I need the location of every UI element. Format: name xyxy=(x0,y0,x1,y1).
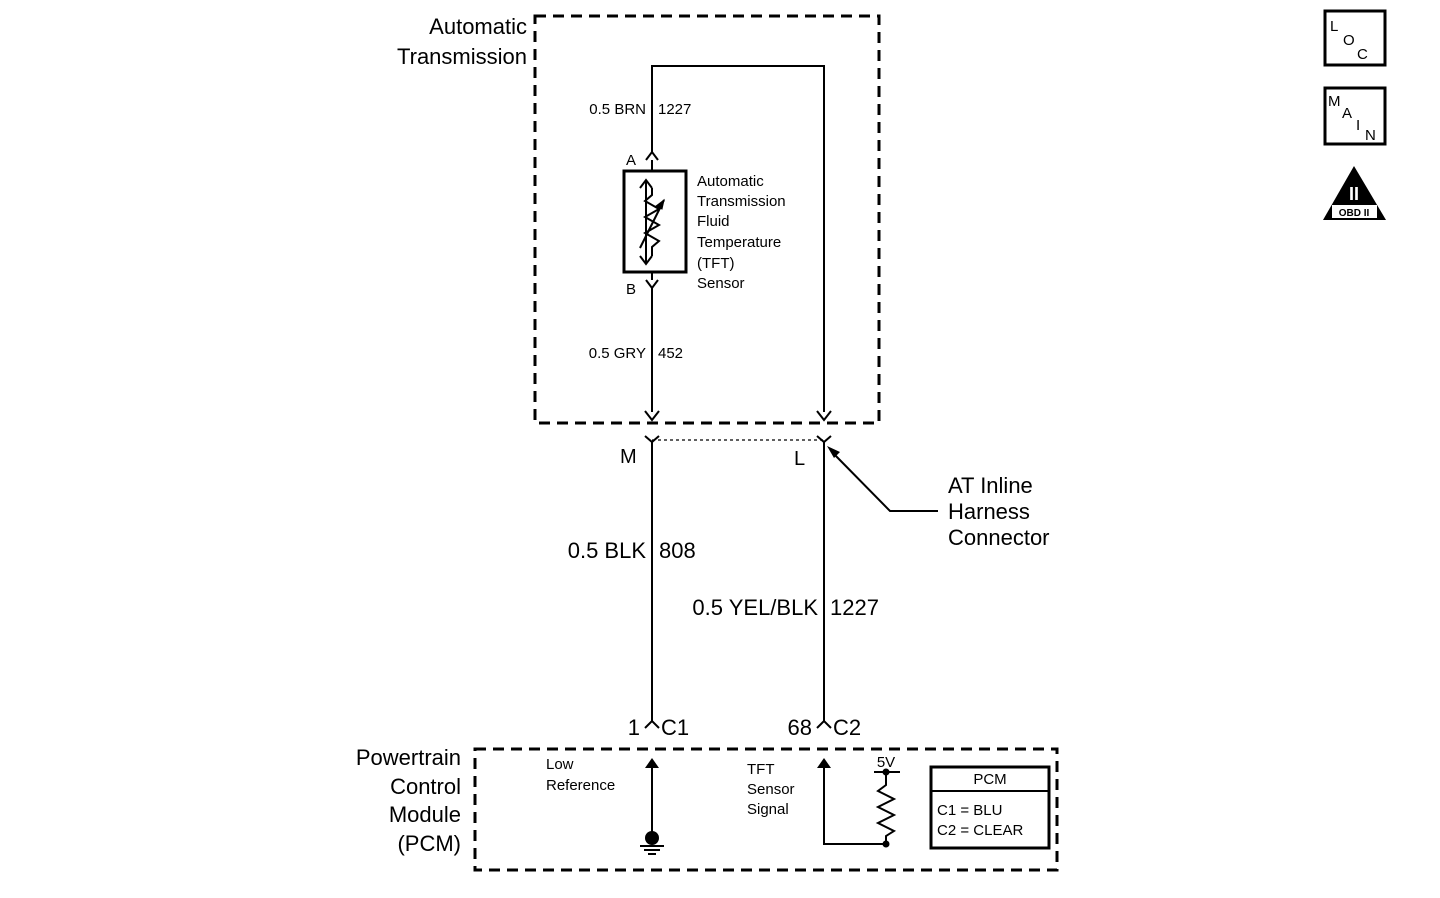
low-reference-line1: Low xyxy=(546,756,574,773)
pcm-title-line3: Module xyxy=(389,802,461,827)
pcm-pin-68: 68 xyxy=(788,715,812,740)
wire-yel-circuit: 1227 xyxy=(830,595,879,620)
main-letter-m: M xyxy=(1328,93,1341,110)
inline-connector-label-line1: AT Inline xyxy=(948,473,1033,498)
pcm-table-row-1: C1 = BLU xyxy=(937,802,1002,819)
loc-letter-c: C xyxy=(1357,46,1368,63)
wire-brn-label: 0.5 BRN xyxy=(589,101,646,118)
wire-gry-label: 0.5 GRY xyxy=(589,345,646,362)
transmission-boundary xyxy=(533,14,881,425)
wire-blk-circuit: 808 xyxy=(659,538,696,563)
inline-connector-leader xyxy=(831,451,938,512)
inline-connector-label-line2: Harness xyxy=(948,499,1030,524)
sensor-pin-a: A xyxy=(626,152,636,169)
pin-b-connector-symbol xyxy=(645,279,659,290)
pcm-pin-68-symbol xyxy=(816,719,832,729)
tft-signal-line1: TFT xyxy=(747,761,775,778)
pcm-pin-1: 1 xyxy=(628,715,640,740)
sensor-label-line2: Transmission xyxy=(697,193,786,210)
inline-connector-label-line3: Connector xyxy=(948,525,1050,550)
supply-voltage: 5V xyxy=(877,754,895,771)
sensor-label-line1: Automatic xyxy=(697,173,764,190)
obd-ii-icon: II OBD II xyxy=(1323,166,1386,220)
wire-brn-1227 xyxy=(651,65,825,412)
main-letter-a: A xyxy=(1342,105,1352,122)
pull-up-resistor xyxy=(874,768,900,848)
pcm-title-line4: (PCM) xyxy=(397,831,461,856)
pcm-table-header: PCM xyxy=(973,771,1006,788)
inline-pin-m: M xyxy=(620,446,637,468)
pcm-table-row-2: C2 = CLEAR xyxy=(937,822,1023,839)
sensor-label-line5: (TFT) xyxy=(697,255,734,272)
inline-pin-l: L xyxy=(794,448,805,470)
loc-letter-o: O xyxy=(1343,32,1355,49)
obd-label: OBD II xyxy=(1339,208,1370,219)
main-icon: M A I N xyxy=(1323,86,1387,146)
loc-letter-l: L xyxy=(1330,18,1338,35)
pcm-title-line2: Control xyxy=(390,774,461,799)
at-inline-harness-connector xyxy=(644,435,832,444)
wire-gry-circuit: 452 xyxy=(658,345,683,362)
pcm-connector-table xyxy=(929,765,1051,850)
transmission-title-line1: Automatic xyxy=(429,14,527,39)
sensor-label-line6: Sensor xyxy=(697,275,745,292)
ground-icon xyxy=(640,831,664,855)
sensor-pin-b: B xyxy=(626,281,636,298)
pcm-pin-1-connector: C1 xyxy=(661,715,689,740)
pcm-boundary xyxy=(473,747,1059,872)
transmission-title-line2: Transmission xyxy=(397,44,527,69)
wire-brn-circuit: 1227 xyxy=(658,101,691,118)
loc-icon: L O C xyxy=(1323,9,1387,67)
wire-yel-label: 0.5 YEL/BLK xyxy=(692,595,818,620)
pin-a-connector-symbol xyxy=(645,150,659,161)
sensor-label-line3: Fluid xyxy=(697,213,730,230)
tft-signal-line3: Signal xyxy=(747,801,789,818)
wire-blk-label: 0.5 BLK xyxy=(568,538,647,563)
main-letter-i: I xyxy=(1356,117,1360,134)
sensor-label-line4: Temperature xyxy=(697,234,781,251)
obd-numeral: II xyxy=(1349,184,1359,204)
pcm-title-line1: Powertrain xyxy=(356,745,461,770)
low-reference-line2: Reference xyxy=(546,777,615,794)
pcm-pin-68-connector: C2 xyxy=(833,715,861,740)
tft-sensor xyxy=(622,169,688,274)
pcm-pin-1-symbol xyxy=(644,719,660,729)
main-letter-n: N xyxy=(1365,127,1376,144)
tft-signal-line2: Sensor xyxy=(747,781,795,798)
